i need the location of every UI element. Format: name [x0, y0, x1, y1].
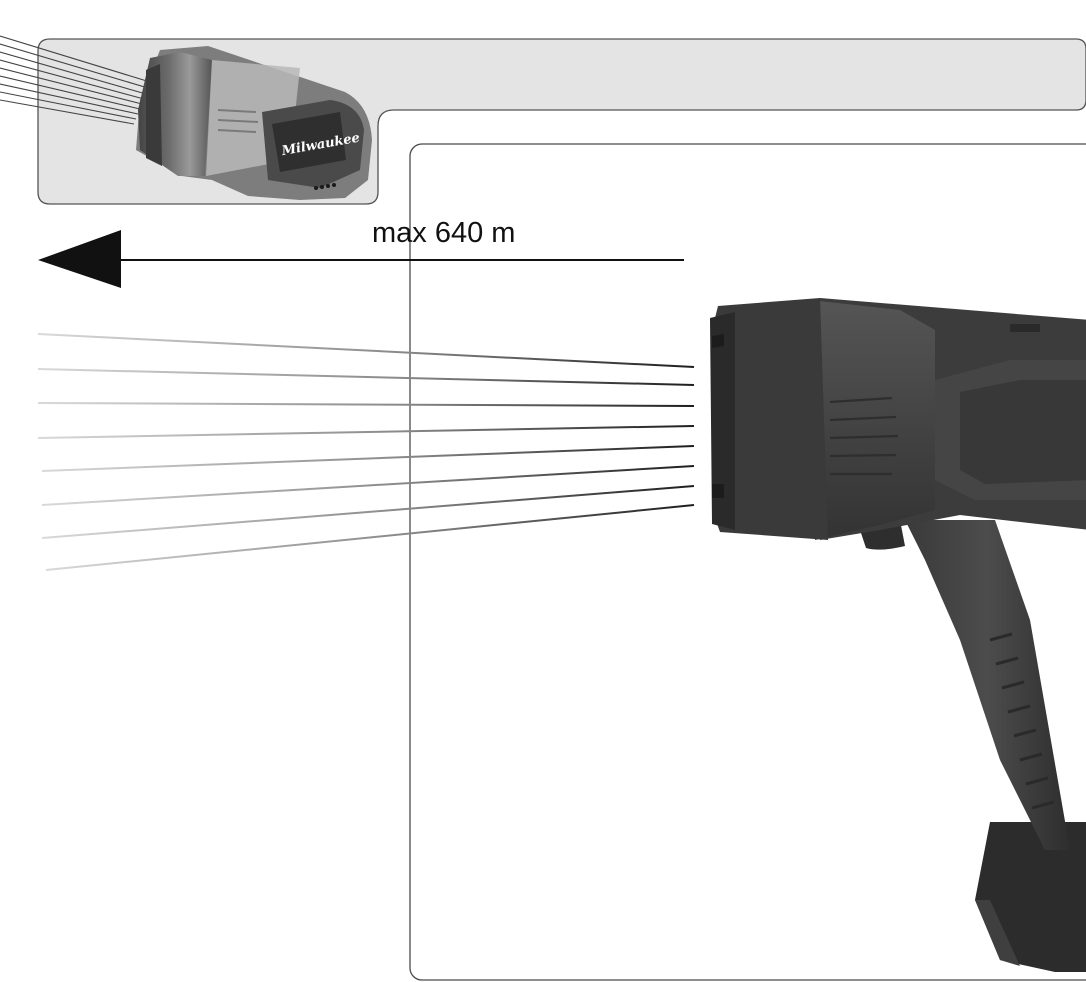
main-light-beam: [37, 333, 695, 571]
max-range-label: max 640 m: [372, 217, 516, 249]
main-detail-frame: [409, 143, 1086, 981]
spotlight-thumbnail: Milwaukee: [136, 46, 372, 200]
light-beam-icon: [0, 35, 151, 125]
overview-inset-panel: Milwaukee: [0, 35, 1086, 205]
spotlight-icon: [710, 298, 1086, 972]
left-arrow-icon: [38, 230, 684, 288]
